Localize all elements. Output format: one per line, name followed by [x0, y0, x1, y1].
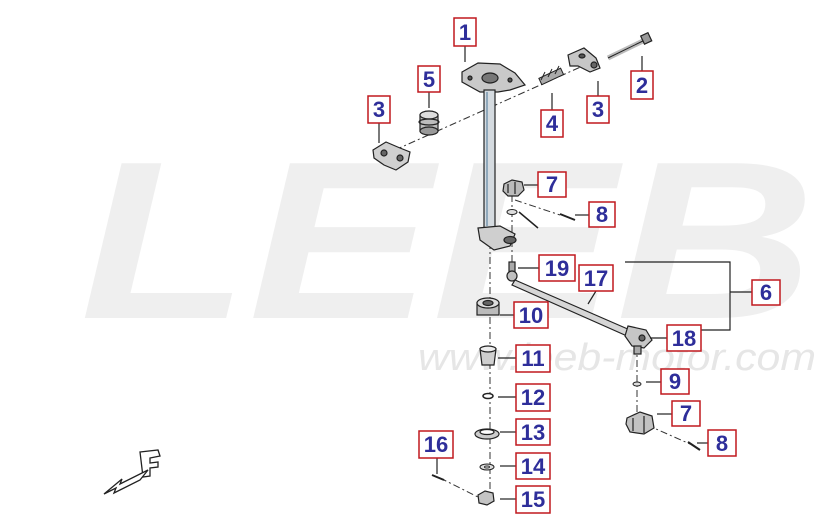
clamp-bracket-upper — [567, 47, 601, 73]
watermark: LEEB www.leeb-motor.com — [80, 114, 816, 379]
callout-5: 5 — [417, 65, 441, 93]
pin — [431, 474, 445, 481]
svg-text:17: 17 — [584, 266, 608, 291]
svg-text:12: 12 — [521, 385, 545, 410]
washer-lower — [632, 381, 642, 387]
svg-text:8: 8 — [716, 431, 728, 456]
svg-text:14: 14 — [521, 454, 546, 479]
castle-nut-upper — [502, 179, 525, 197]
svg-text:10: 10 — [519, 303, 543, 328]
svg-text:5: 5 — [423, 67, 435, 92]
thrust-ring — [474, 428, 500, 440]
svg-text:7: 7 — [680, 401, 692, 426]
svg-text:19: 19 — [545, 256, 569, 281]
callout-3-right: 3 — [586, 95, 610, 124]
cotter-pin-upper — [559, 213, 576, 221]
o-ring — [482, 392, 494, 400]
sleeve — [479, 345, 497, 366]
svg-text:3: 3 — [373, 97, 385, 122]
callout-12: 12 — [515, 383, 551, 412]
svg-text:18: 18 — [672, 326, 696, 351]
cotter-pin-lower — [687, 441, 701, 451]
callout-16: 16 — [418, 430, 454, 459]
callout-18: 18 — [666, 324, 702, 352]
watermark-brand: LEEB — [80, 114, 815, 366]
svg-text:3: 3 — [592, 97, 604, 122]
svg-text:2: 2 — [636, 73, 648, 98]
svg-text:6: 6 — [760, 280, 772, 305]
steering-column — [461, 62, 527, 251]
callout-3-left: 3 — [367, 95, 391, 124]
svg-text:11: 11 — [521, 346, 544, 371]
svg-text:16: 16 — [424, 432, 448, 457]
callout-7-upper: 7 — [537, 171, 567, 198]
callout-2: 2 — [630, 70, 654, 100]
clamp-bracket-left — [372, 141, 411, 171]
leader-lines — [378, 46, 708, 500]
svg-text:9: 9 — [669, 369, 681, 394]
callout-7-lower: 7 — [671, 400, 701, 427]
svg-text:1: 1 — [459, 20, 471, 45]
set-screw — [538, 65, 565, 86]
bushing — [418, 110, 440, 136]
callout-4: 4 — [540, 109, 564, 138]
watermark-url: www.leeb-motor.com — [418, 337, 816, 379]
svg-text:13: 13 — [521, 420, 545, 445]
callout-11: 11 — [515, 344, 551, 373]
flat-washer — [479, 463, 495, 471]
callout-6: 6 — [751, 279, 781, 306]
hex-nut — [477, 490, 495, 506]
callout-8-lower: 8 — [707, 429, 737, 457]
callout-14: 14 — [515, 452, 551, 480]
callout-10: 10 — [513, 301, 549, 329]
callout-8-upper: 8 — [588, 201, 616, 228]
assembly-group-bracket — [625, 261, 752, 331]
svg-text:7: 7 — [546, 172, 558, 197]
svg-text:8: 8 — [596, 202, 608, 227]
callout-13: 13 — [515, 418, 551, 446]
callout-17: 17 — [578, 264, 614, 292]
forward-direction-icon — [103, 449, 161, 495]
long-bolt — [606, 31, 653, 61]
svg-text:4: 4 — [546, 111, 559, 136]
callout-1: 1 — [453, 17, 477, 47]
bearing-cup — [476, 297, 500, 316]
svg-text:15: 15 — [521, 487, 545, 512]
part-callouts: 1 2 3 3 4 5 6 7 7 8 8 9 10 11 12 13 14 1… — [367, 17, 781, 514]
callout-19: 19 — [538, 254, 576, 282]
tie-rod-assembly — [506, 261, 653, 355]
washer-upper — [506, 209, 539, 229]
callout-9: 9 — [660, 368, 690, 395]
callout-15: 15 — [515, 485, 551, 514]
castle-nut-lower — [625, 411, 655, 435]
